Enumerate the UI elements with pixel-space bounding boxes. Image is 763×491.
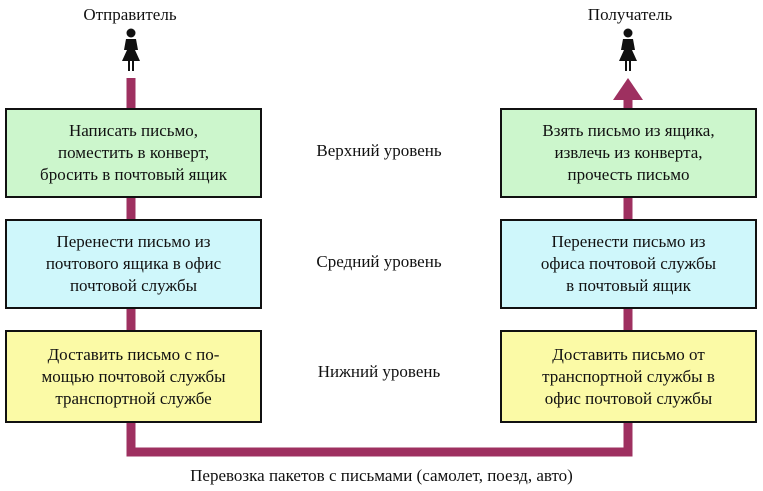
level-label-bottom: Нижний уровень — [317, 362, 441, 381]
sender-label: Отправитель — [83, 5, 177, 24]
receiver-label: Получатель — [587, 5, 673, 24]
sender-bottom-box: Доставить письмо с по- мощью почтовой сл… — [5, 330, 262, 423]
sender-top-box: Написать письмо, поместить в конверт, бр… — [5, 108, 262, 198]
receiver-top-box: Взять письмо из ящика, извлечь из конвер… — [500, 108, 757, 198]
level-label-middle: Средний уровень — [316, 252, 442, 271]
receiver-person-icon — [619, 28, 637, 71]
sender-middle-box: Перенести письмо из почтового ящика в оф… — [5, 219, 262, 309]
arrow-head-up — [613, 78, 643, 100]
receiver-bottom-box: Доставить письмо от транспортной службы … — [500, 330, 757, 423]
transport-caption: Перевозка пакетов с письмами (самолет, п… — [190, 466, 573, 485]
sender-person-icon — [122, 28, 140, 71]
level-label-top: Верхний уровень — [316, 141, 442, 160]
receiver-middle-box: Перенести письмо из офиса почтовой служб… — [500, 219, 757, 309]
